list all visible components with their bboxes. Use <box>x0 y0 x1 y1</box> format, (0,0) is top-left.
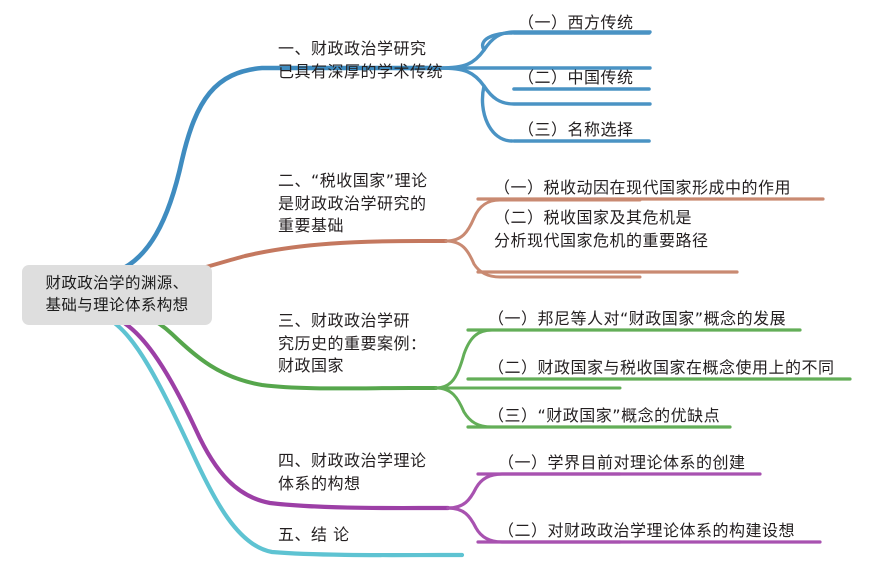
connector-b1-c1-riser <box>480 31 514 52</box>
connector-b1-c3-riser <box>480 84 514 143</box>
leaf-node-b3-c3[interactable]: （三）“财政国家”概念的优缺点 <box>488 406 721 425</box>
branch-node-4[interactable]: 四、财政政治学理论 体系的构想 <box>278 451 427 493</box>
leaf-node-b2-c1[interactable]: （一）税收动因在现代国家形成中的作用 <box>494 178 792 197</box>
leaf-node-b4-c1[interactable]: （一）学界目前对理论体系的创建 <box>498 453 746 472</box>
leaf-node-b1-c1[interactable]: （一）西方传统 <box>518 13 634 32</box>
branch-node-5[interactable]: 五、结 论 <box>278 525 350 544</box>
connector-branch-4-fork-top <box>446 472 622 510</box>
branch-node-2[interactable]: 二、“税收国家”理论 是财政政治学研究的 重要基础 <box>278 171 428 236</box>
root-node[interactable]: 财政政治学的渊源、 基础与理论体系构想 <box>22 265 212 325</box>
branch-node-1[interactable]: 一、财政政治学研究 已具有深厚的学术传统 <box>278 39 444 81</box>
leaf-node-b4-c2[interactable]: （二）对财政政治学理论体系的构建设想 <box>498 521 796 540</box>
connector-root-branch-5 <box>103 315 465 558</box>
connector-branch-1-fork-top <box>438 30 652 70</box>
connector-root-branch-4 <box>107 313 451 511</box>
connector-branch-2-fork-top <box>444 198 642 243</box>
branch-node-3[interactable]: 三、财政政治学研 究历史的重要案例： 财政国家 <box>278 311 427 376</box>
leaf-node-b1-c2[interactable]: （二）中国传统 <box>518 68 634 87</box>
connector-branch-2-fork-bottom <box>444 239 642 279</box>
leaf-node-b1-c3[interactable]: （三）名称选择 <box>518 120 634 139</box>
leaf-node-b3-c2[interactable]: （二）财政国家与税收国家在概念使用上的不同 <box>488 358 835 377</box>
connector-root-branch-1 <box>103 65 443 278</box>
leaf-node-b3-c1[interactable]: （一）邦尼等人对“财政国家”概念的发展 <box>488 309 787 328</box>
leaf-node-b2-c2[interactable]: （二）税收国家及其危机是 分析现代国家危机的重要路径 <box>494 208 709 250</box>
